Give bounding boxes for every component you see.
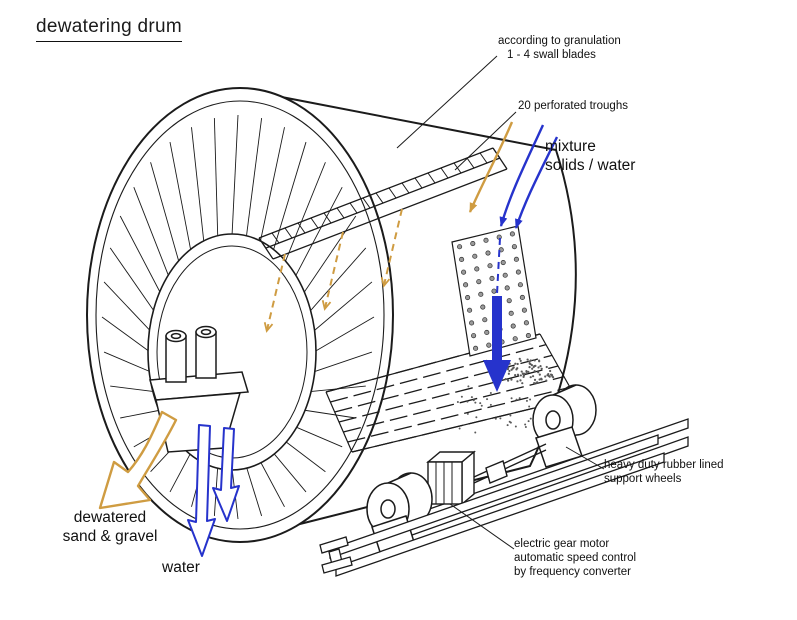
water-discharge-arrow-2 xyxy=(212,427,240,522)
leader-lines xyxy=(396,55,605,550)
label-dewatered: dewatered sand & gravel xyxy=(40,508,180,546)
label-dewatered-line1: dewatered xyxy=(73,509,147,526)
label-blades-line1: according to granulation xyxy=(498,35,621,47)
discharge-assembly xyxy=(149,325,249,453)
label-wheels-line1: heavy duty rubber lined xyxy=(604,459,724,471)
label-motor-line2: automatic speed control xyxy=(514,552,637,564)
drum-front-rim xyxy=(95,100,385,530)
water-flow-arrow-inside xyxy=(483,296,511,392)
support-wheel-rear xyxy=(532,384,597,468)
leader-troughs xyxy=(454,111,517,171)
label-mixture-line2: solids / water xyxy=(545,157,636,174)
drum-spokes xyxy=(101,114,375,520)
label-mixture: mixture solids / water xyxy=(545,137,635,175)
label-wheels: heavy duty rubber lined support wheels xyxy=(604,458,724,486)
label-motor-line1: electric gear motor xyxy=(514,538,610,550)
label-mixture-line1: mixture xyxy=(545,138,596,155)
label-motor-line3: by frequency converter xyxy=(514,566,631,578)
solids-discharge-arrow xyxy=(98,410,178,510)
label-troughs: 20 perforated troughs xyxy=(518,99,628,113)
label-water-line1: water xyxy=(162,559,200,576)
mixture-inflow-arrows xyxy=(468,121,559,229)
label-motor: electric gear motor automatic speed cont… xyxy=(514,537,636,579)
page-title: dewatering drum xyxy=(36,16,183,42)
leader-motor xyxy=(449,503,515,550)
label-water: water xyxy=(162,558,200,577)
gear-motor xyxy=(426,443,547,506)
water-discharge-arrow-1 xyxy=(187,424,216,557)
rail-near xyxy=(319,434,665,577)
label-troughs-line1: 20 perforated troughs xyxy=(518,100,628,112)
blade-flow-arrows xyxy=(263,208,403,333)
label-blades-line2: 1 - 4 swall blades xyxy=(507,49,596,61)
label-wheels-line2: support wheels xyxy=(604,473,682,485)
label-dewatered-line2: sand & gravel xyxy=(62,528,158,545)
label-blades: according to granulation 1 - 4 swall bla… xyxy=(498,34,621,62)
leader-wheels xyxy=(565,446,605,470)
trough-band xyxy=(258,147,508,260)
mixture-flow-dashed xyxy=(496,237,501,295)
leader-blades xyxy=(396,55,498,149)
